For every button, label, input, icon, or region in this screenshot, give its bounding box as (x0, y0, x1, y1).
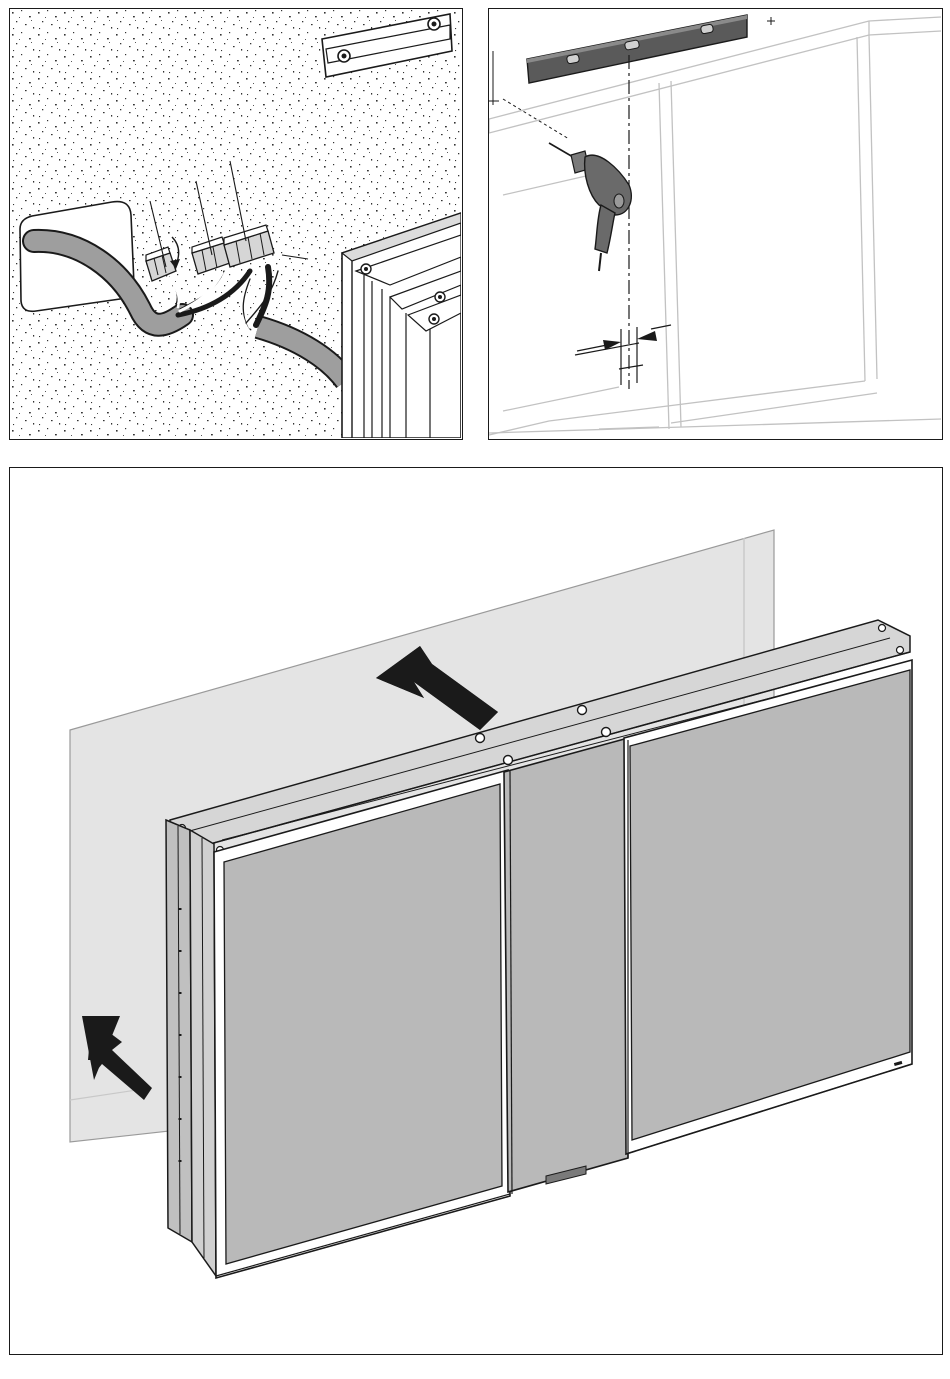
guide-line (503, 387, 619, 411)
drilling-illustration (489, 9, 941, 438)
drilling-step-panel (488, 8, 943, 440)
drill-axis-line (503, 99, 569, 139)
mounting-illustration (10, 468, 941, 1353)
cabinet-outline (489, 17, 941, 435)
cabinet-middle-section (504, 738, 628, 1194)
dimension-marker (575, 325, 671, 385)
spirit-level-icon (527, 15, 747, 83)
arrow-head-icon (637, 331, 657, 341)
guide-line (503, 173, 599, 195)
cabinet-door-left (214, 770, 510, 1278)
wiring-illustration (10, 9, 461, 438)
cabinet-corner (342, 213, 461, 438)
drill-icon (549, 143, 631, 271)
mounting-step-panel (9, 467, 943, 1355)
cabinet-door-right (624, 660, 912, 1158)
cabinet-side (166, 820, 216, 1276)
wiring-step-panel (9, 8, 463, 440)
